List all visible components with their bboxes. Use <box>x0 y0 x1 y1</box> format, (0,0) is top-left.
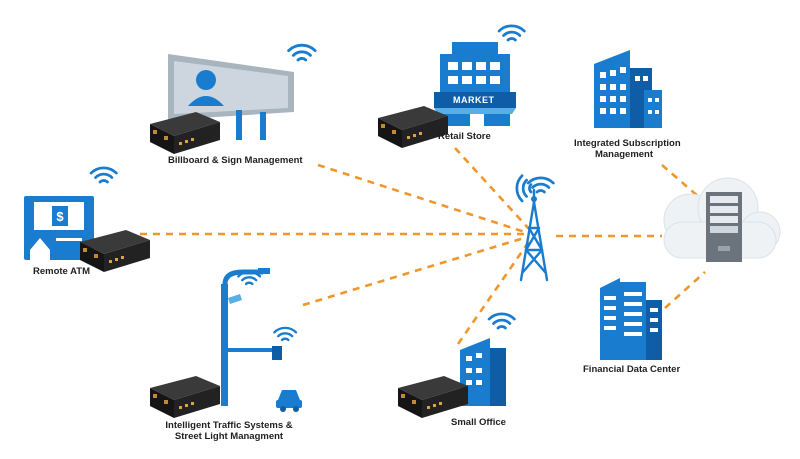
label-office: Small Office <box>451 417 506 428</box>
label-subscription-line1: Integrated Subscription <box>574 138 681 149</box>
label-atm: Remote ATM <box>33 266 90 277</box>
connector-retail <box>454 147 531 231</box>
label-billboard: Billboard & Sign Management <box>168 155 303 166</box>
label-traffic-line2: Street Light Managment <box>174 431 284 442</box>
car-icon <box>276 390 302 412</box>
connector-billboard <box>317 163 529 235</box>
retail-sign-text: MARKET <box>453 95 495 105</box>
billboard-icon <box>150 36 317 154</box>
connector-financial <box>664 271 706 309</box>
atm-screen-symbol: $ <box>56 209 64 224</box>
cell-tower-icon <box>508 169 555 282</box>
label-subscription-line2: Management <box>594 149 654 160</box>
office-building-icon <box>594 50 662 128</box>
label-financial: Financial Data Center <box>583 364 681 375</box>
label-subscription: Integrated Subscription Management <box>574 138 681 160</box>
connector-subscription <box>661 164 701 199</box>
label-traffic: Intelligent Traffic Systems & Street Lig… <box>164 420 294 442</box>
retail-store-icon <box>378 17 526 148</box>
data-center-icon <box>600 278 662 360</box>
small-office-icon <box>398 305 516 418</box>
street-light-icon <box>150 264 302 418</box>
label-traffic-line1: Intelligent Traffic Systems & <box>165 420 293 431</box>
connector-office <box>456 239 532 345</box>
cloud-server-icon <box>663 177 781 262</box>
atm-icon: $ <box>24 159 150 272</box>
connector-lines <box>140 147 706 345</box>
label-retail: Retail Store <box>438 131 491 142</box>
connector-traffic <box>302 236 525 307</box>
